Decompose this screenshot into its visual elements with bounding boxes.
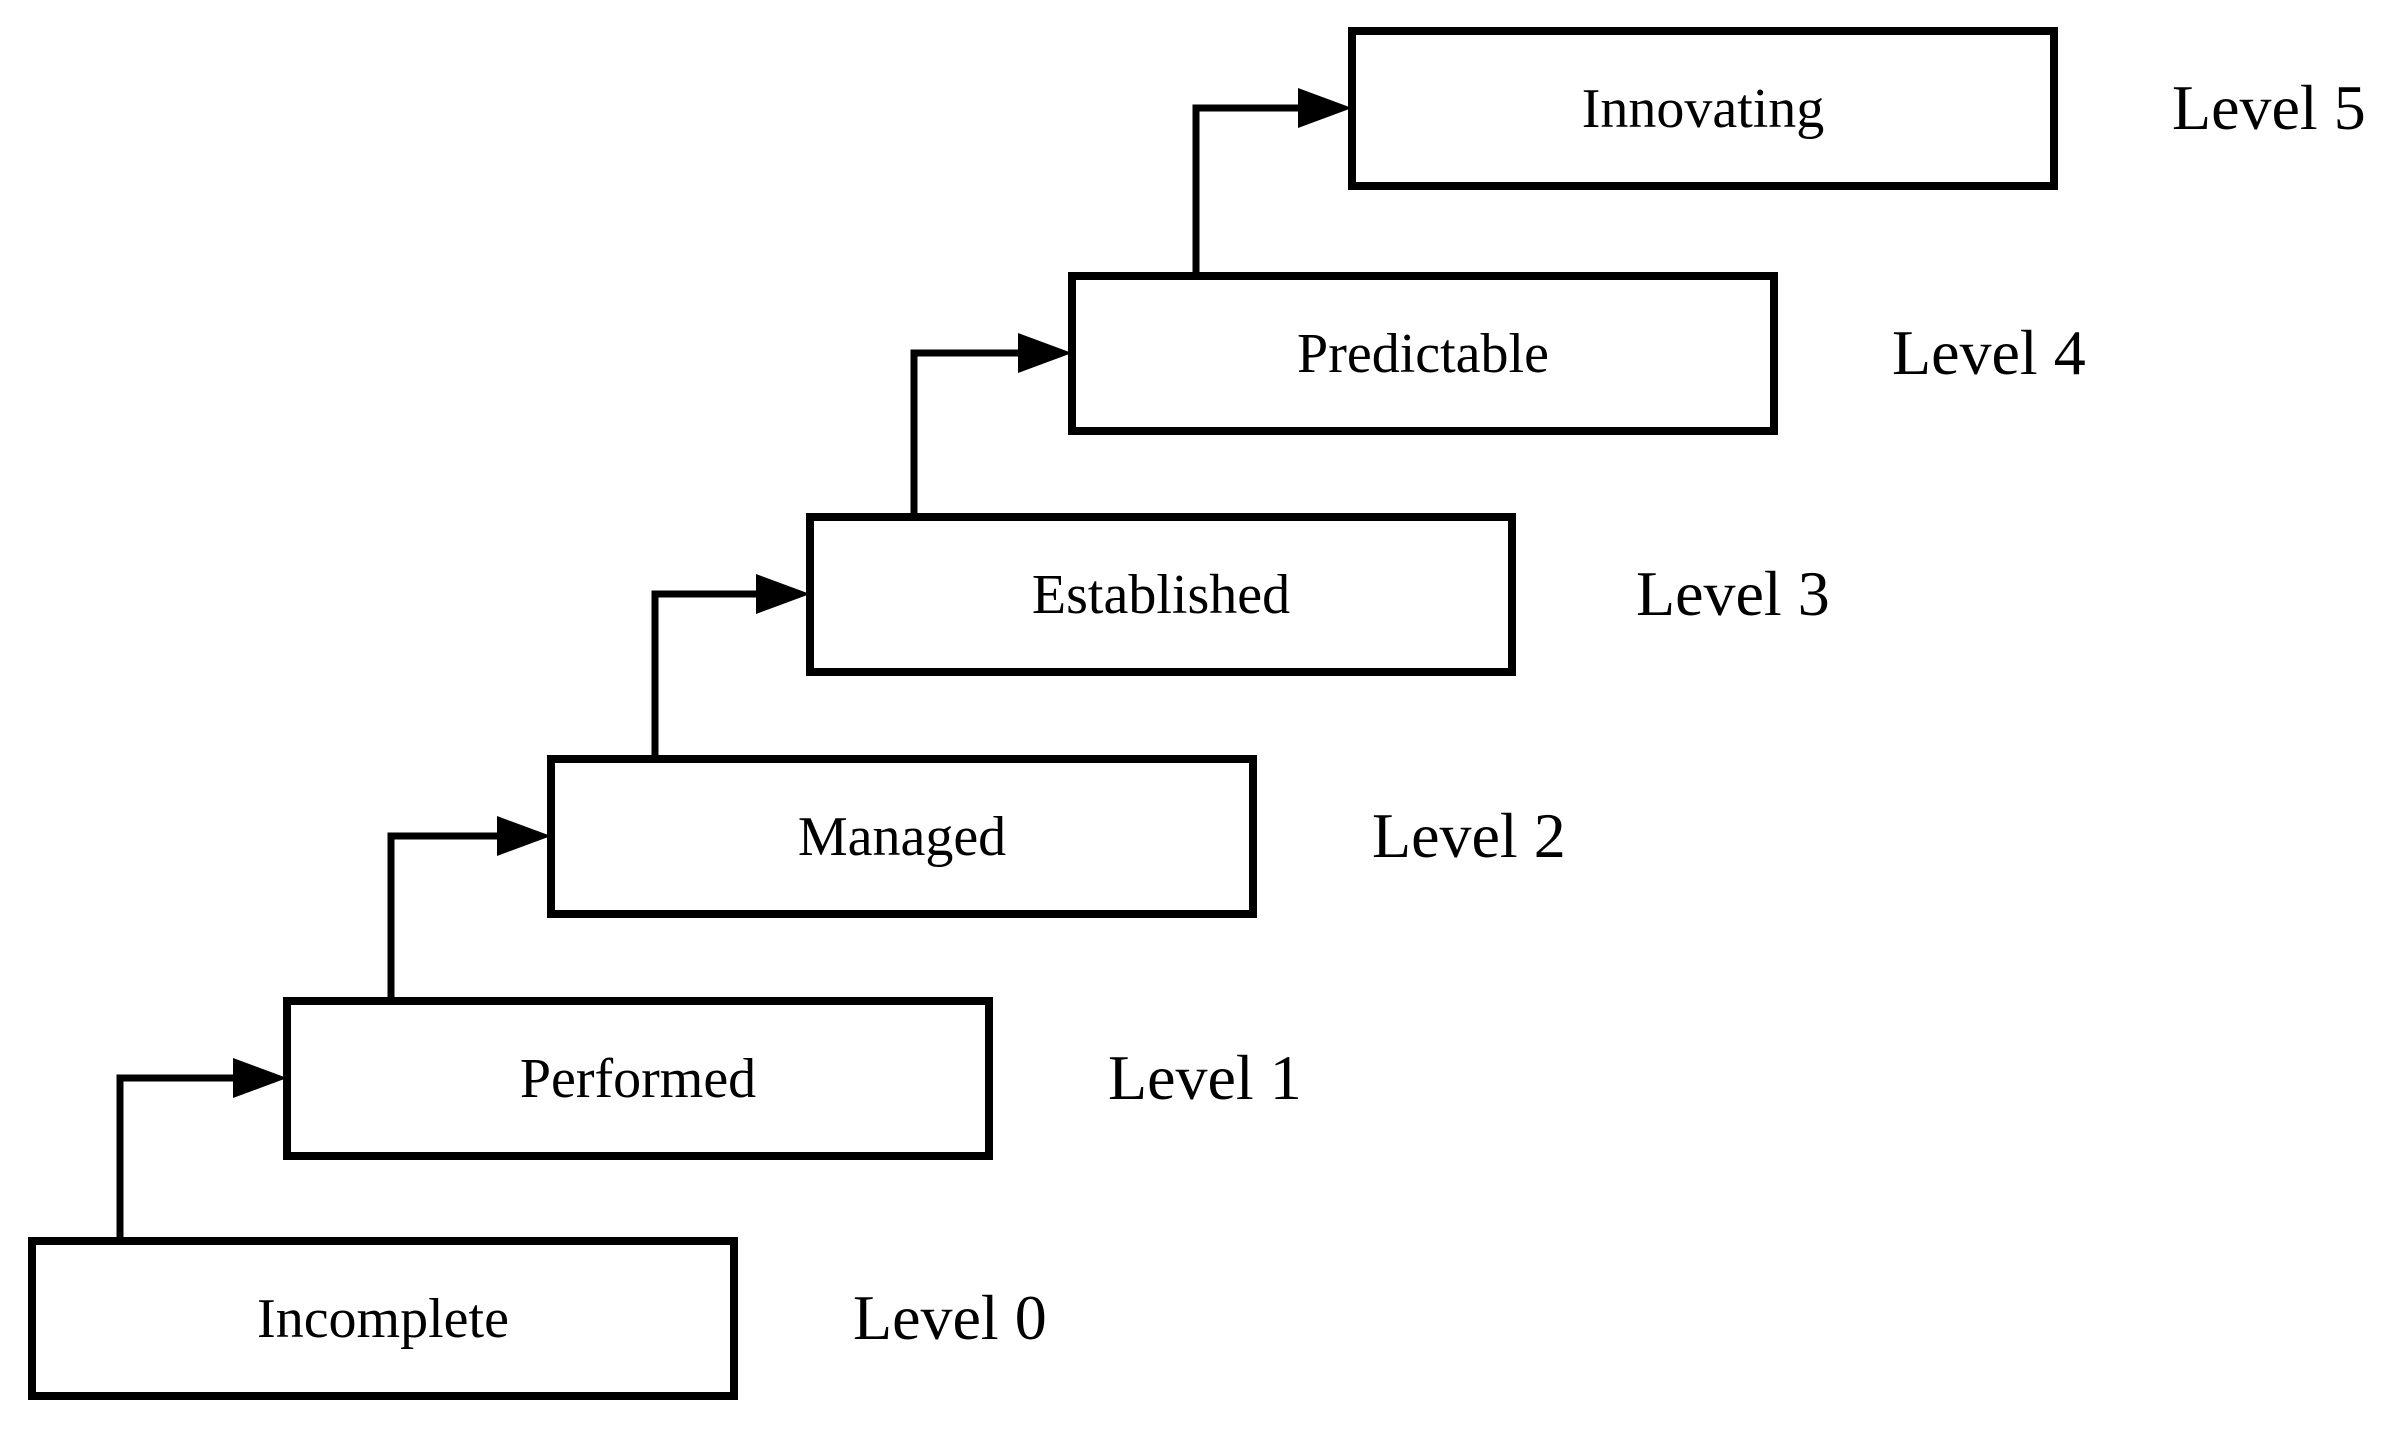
level-box-incomplete-label: Incomplete (257, 1287, 509, 1350)
level-box-performed: Performed (283, 997, 993, 1160)
level-box-innovating: Innovating (1348, 27, 2058, 190)
arrow-performed-to-managed (387, 816, 551, 1003)
level-box-established: Established (806, 513, 1516, 676)
level-box-established-label: Established (1031, 563, 1291, 626)
level-box-innovating-label: Innovating (1581, 77, 1825, 140)
level-box-predictable: Predictable (1068, 272, 1778, 435)
arrow-predictable-to-innovating (1192, 88, 1352, 278)
level-tag-2: Level 2 (1372, 800, 1566, 871)
arrow-managed-to-established (651, 574, 810, 761)
level-tag-5: Level 5 (2172, 72, 2366, 143)
level-box-incomplete: Incomplete (28, 1237, 738, 1400)
level-tag-4: Level 4 (1892, 317, 2086, 388)
level-tag-1: Level 1 (1108, 1042, 1302, 1113)
level-tag-0: Level 0 (853, 1282, 1047, 1353)
arrow-incomplete-to-performed (116, 1058, 287, 1243)
level-box-managed: Managed (547, 755, 1257, 918)
level-box-performed-label: Performed (519, 1047, 757, 1110)
arrow-established-to-predictable (910, 333, 1072, 519)
level-tag-3: Level 3 (1636, 558, 1830, 629)
level-box-managed-label: Managed (797, 805, 1007, 868)
level-box-predictable-label: Predictable (1297, 322, 1549, 385)
